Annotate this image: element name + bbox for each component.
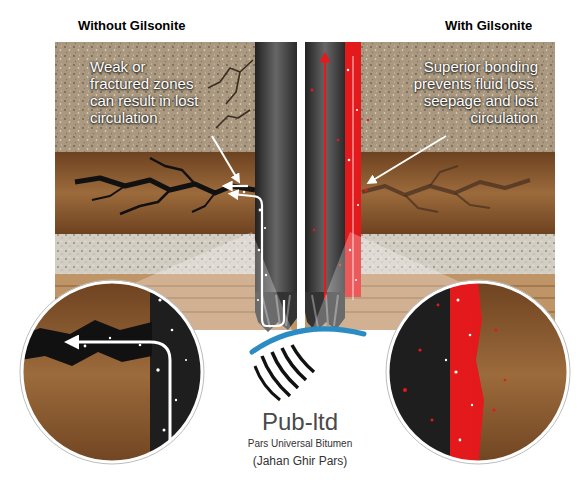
flow-arrow — [226, 185, 248, 187]
fracture — [75, 178, 255, 193]
sealed-fracture — [405, 166, 490, 212]
company-logo — [252, 329, 364, 400]
sealed-fractures — [362, 166, 530, 212]
fracture — [92, 186, 125, 200]
loss-arrow — [70, 342, 170, 460]
particles — [84, 298, 187, 431]
formation — [386, 280, 576, 470]
fracture — [192, 193, 215, 212]
sand-crack — [208, 60, 253, 128]
logo-stripe — [292, 345, 314, 372]
callout-text: Weak or fractured zones can result in lo… — [90, 58, 204, 126]
fracture — [120, 190, 170, 214]
fracture — [150, 158, 195, 184]
flow-arrow — [324, 56, 326, 300]
leader-arrow — [370, 136, 446, 182]
magnifier-ring — [20, 280, 204, 464]
magnifier-ring — [386, 280, 570, 464]
particles — [445, 299, 473, 442]
gilsonite-seal — [450, 280, 484, 470]
logo-swoosh — [252, 329, 364, 352]
logo-stripe — [255, 366, 280, 400]
magnifier-ring — [388, 282, 568, 462]
company-subtitle: (Jahan Ghir Pars) — [215, 454, 385, 468]
magnifier-ring — [22, 282, 202, 462]
detail-right — [386, 280, 576, 470]
detail-left — [20, 280, 220, 470]
leader-arrow — [212, 136, 238, 180]
logo-stripe — [282, 348, 306, 380]
particles — [398, 304, 506, 442]
company-name: Pub-ltd — [215, 408, 385, 436]
panel-heading: Without Gilsonite — [78, 18, 185, 33]
callout-text: Superior bonding prevents fluid loss, se… — [386, 58, 538, 126]
wellbore — [150, 280, 220, 470]
company-subtitle: Pars Universal Bitumen — [215, 438, 385, 450]
sealed-fracture — [362, 180, 530, 195]
panel-heading: With Gilsonite — [445, 18, 532, 33]
flow-arrow — [462, 300, 465, 465]
